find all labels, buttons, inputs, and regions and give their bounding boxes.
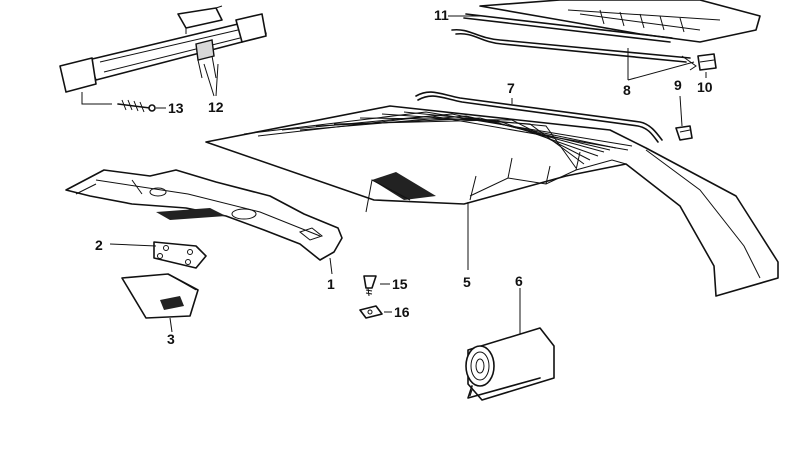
wire-part-7	[415, 91, 663, 143]
callout-15: 15	[392, 276, 408, 292]
callout-6: 6	[515, 273, 523, 289]
callout-16: 16	[394, 304, 410, 320]
screw-part-13	[117, 99, 156, 113]
callout-2: 2	[95, 237, 103, 253]
callout-12: 12	[208, 99, 224, 115]
material-roll-part-6	[465, 327, 555, 401]
grab-handle-part-12	[59, 5, 267, 93]
headliner-panel-part-1	[65, 169, 343, 261]
callout-7: 7	[507, 80, 515, 96]
seal-strip-part-8	[451, 28, 697, 71]
callout-5: 5	[463, 274, 471, 290]
callout-13: 13	[168, 100, 184, 116]
callout-9: 9	[674, 77, 682, 93]
leader-lines	[81, 15, 707, 334]
clip-part-9	[675, 125, 693, 141]
callout-11: 11	[434, 7, 449, 23]
nut-part-16	[359, 305, 383, 319]
cover-part-3	[121, 273, 199, 319]
visor-clip-part-2	[153, 241, 207, 269]
roof-trim-part-11	[463, 0, 761, 43]
callout-8: 8	[623, 82, 631, 98]
callout-10: 10	[697, 79, 713, 95]
headliner-part-5	[205, 105, 779, 297]
callout-1: 1	[327, 276, 335, 292]
screw-part-15	[363, 275, 377, 297]
callout-3: 3	[167, 331, 175, 347]
clip-part-10	[697, 53, 717, 71]
